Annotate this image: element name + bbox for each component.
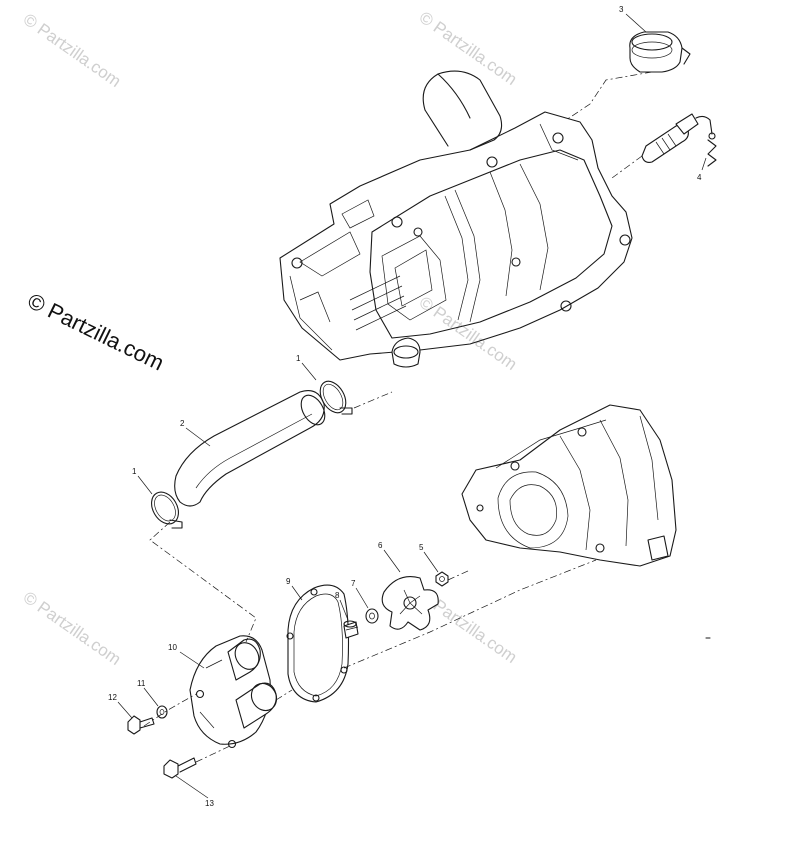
water-pump-cover <box>189 635 278 749</box>
mechanical-seal <box>343 620 359 639</box>
temperature-sensor <box>641 113 717 167</box>
watermark-faint: © Partzilla.com <box>20 588 125 669</box>
callout-6: 6 <box>378 541 383 550</box>
cover-bolt-short <box>127 715 155 735</box>
watermark-faint: © Partzilla.com <box>416 8 521 89</box>
pump-impeller <box>381 576 439 631</box>
coolant-hose <box>174 389 326 507</box>
callout-8: 8 <box>335 591 340 600</box>
cover-bolt-long <box>163 757 197 779</box>
hose-clamp-upper <box>319 380 353 415</box>
callout-4: 4 <box>697 173 702 182</box>
impeller-nut <box>435 571 449 587</box>
watermark-main: © Partzilla.com <box>24 288 168 375</box>
crankcase <box>461 404 677 567</box>
callout-11: 11 <box>137 679 146 688</box>
watermark-faint: © Partzilla.com <box>20 10 125 91</box>
callout-13: 13 <box>205 799 214 808</box>
callout-5: 5 <box>419 543 424 552</box>
callout-9: 9 <box>286 577 291 586</box>
callout-7: 7 <box>351 579 356 588</box>
thermostat-housing <box>629 31 691 73</box>
cover-washer <box>156 705 168 719</box>
callout-1-upper: 1 <box>296 354 301 363</box>
cylinder-head <box>279 70 633 368</box>
seal-washer <box>365 608 379 624</box>
callout-12: 12 <box>108 693 117 702</box>
part-callouts: 1 2 1 3 4 5 6 7 8 9 10 11 12 13 <box>108 5 707 808</box>
callout-3: 3 <box>619 5 624 14</box>
callout-1-lower: 1 <box>132 467 137 476</box>
assembly-lines <box>143 71 653 763</box>
callout-2: 2 <box>180 419 185 428</box>
pump-cover-gasket <box>286 584 350 703</box>
callout-10: 10 <box>168 643 177 652</box>
hose-clamp-lower <box>151 491 183 529</box>
